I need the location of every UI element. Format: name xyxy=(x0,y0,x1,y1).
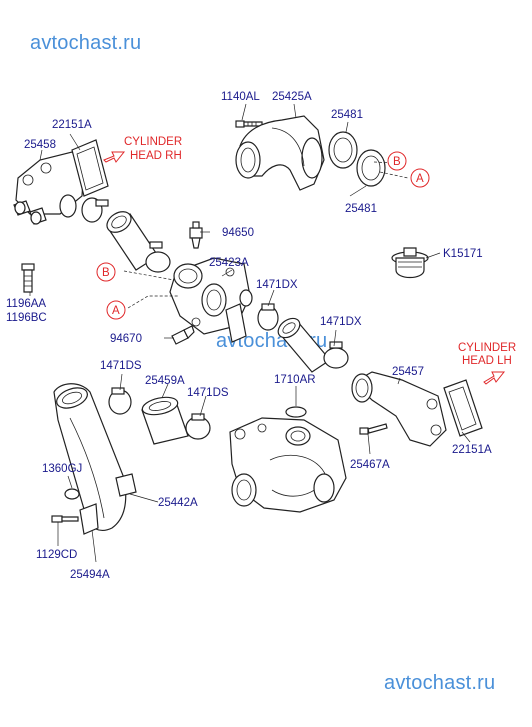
label-1196bc: 1196BC xyxy=(6,312,47,324)
ref-b-label-left: B xyxy=(102,267,110,279)
ref-b-circle-right: B xyxy=(387,151,407,171)
washer-1360gj xyxy=(64,488,80,500)
label-25457: 25457 xyxy=(392,366,424,378)
clamp-1471dx-upper xyxy=(257,303,279,331)
ref-a-label-left: A xyxy=(112,305,120,317)
temp-sensor-94650 xyxy=(189,221,203,249)
gasket-lh xyxy=(443,379,483,437)
bolt-1129cd xyxy=(51,515,79,523)
callout-cylinder-head-rh-line1: CYLINDER xyxy=(124,136,182,148)
label-94650: 94650 xyxy=(222,227,254,239)
label-1471ds-right: 1471DS xyxy=(187,387,229,399)
clamp-1471dx-lower xyxy=(323,341,349,369)
label-1471dx-bottom: 1471DX xyxy=(320,316,362,328)
label-1471dx-top: 1471DX xyxy=(256,279,298,291)
bracket-25494a xyxy=(79,503,99,535)
elbow-housing-upper xyxy=(235,115,325,191)
thermostat-housing-25423a xyxy=(169,257,253,343)
callout-cylinder-head-lh-line2: HEAD LH xyxy=(462,355,512,367)
gasket-25481-upper xyxy=(328,131,358,169)
o-ring-1710ar xyxy=(285,406,307,418)
water-outlet-lh xyxy=(351,371,447,447)
label-25481-top: 25481 xyxy=(331,109,363,121)
bolt-25467a xyxy=(359,423,388,435)
label-1140al: 1140AL xyxy=(221,91,260,103)
leader-lines xyxy=(29,103,471,563)
label-1129cd: 1129CD xyxy=(36,549,77,561)
label-94670: 94670 xyxy=(110,333,142,345)
watermark-top: avtochast.ru xyxy=(30,32,142,54)
gasket-25481-lower xyxy=(356,149,386,187)
clamp-1471ds-right xyxy=(185,413,211,440)
clamp-upper-left xyxy=(81,197,109,223)
hose-25459a xyxy=(141,396,189,445)
label-1471ds-left: 1471DS xyxy=(100,360,142,372)
water-outlet-housing-rh xyxy=(13,151,85,225)
watermark-bottom: avtochast.ru xyxy=(384,672,496,694)
label-25442a: 25442A xyxy=(158,497,198,509)
label-25459a: 25459A xyxy=(145,375,185,387)
arrow-cylinder-head-lh xyxy=(483,371,506,385)
callout-cylinder-head-lh-line1: CYLINDER xyxy=(458,342,516,354)
ref-b-label-right: B xyxy=(393,156,401,168)
label-1710ar: 1710AR xyxy=(274,374,316,386)
label-22151a-top: 22151A xyxy=(52,119,92,131)
label-k15171: K15171 xyxy=(443,248,483,260)
arrow-cylinder-head-rh xyxy=(103,151,126,163)
bolt-1196aa xyxy=(21,263,35,293)
label-25494a: 25494A xyxy=(70,569,110,581)
callout-cylinder-head-rh-line2: HEAD RH xyxy=(130,150,182,162)
label-25458: 25458 xyxy=(24,139,56,151)
clamp-upper-right xyxy=(145,241,171,273)
label-25425a: 25425A xyxy=(272,91,312,103)
water-pump-body xyxy=(229,417,347,513)
label-25467a: 25467A xyxy=(350,459,390,471)
temp-sensor-94670 xyxy=(171,325,195,345)
bolt-1140al xyxy=(235,120,263,128)
ref-a-label-right: A xyxy=(416,173,424,185)
label-22151a-bottom: 22151A xyxy=(452,444,492,456)
ref-a-circle-right: A xyxy=(410,168,430,188)
gasket-rh xyxy=(71,139,109,197)
label-1196aa: 1196AA xyxy=(6,298,46,310)
label-25481-bottom: 25481 xyxy=(345,203,377,215)
thermostat-k15171 xyxy=(391,247,429,279)
ref-a-circle-left: A xyxy=(106,300,126,320)
label-25423a: 25423A xyxy=(209,257,249,269)
clamp-1471ds-left xyxy=(108,387,132,415)
ref-b-circle-left: B xyxy=(96,262,116,282)
label-1360gj: 1360GJ xyxy=(42,463,82,475)
